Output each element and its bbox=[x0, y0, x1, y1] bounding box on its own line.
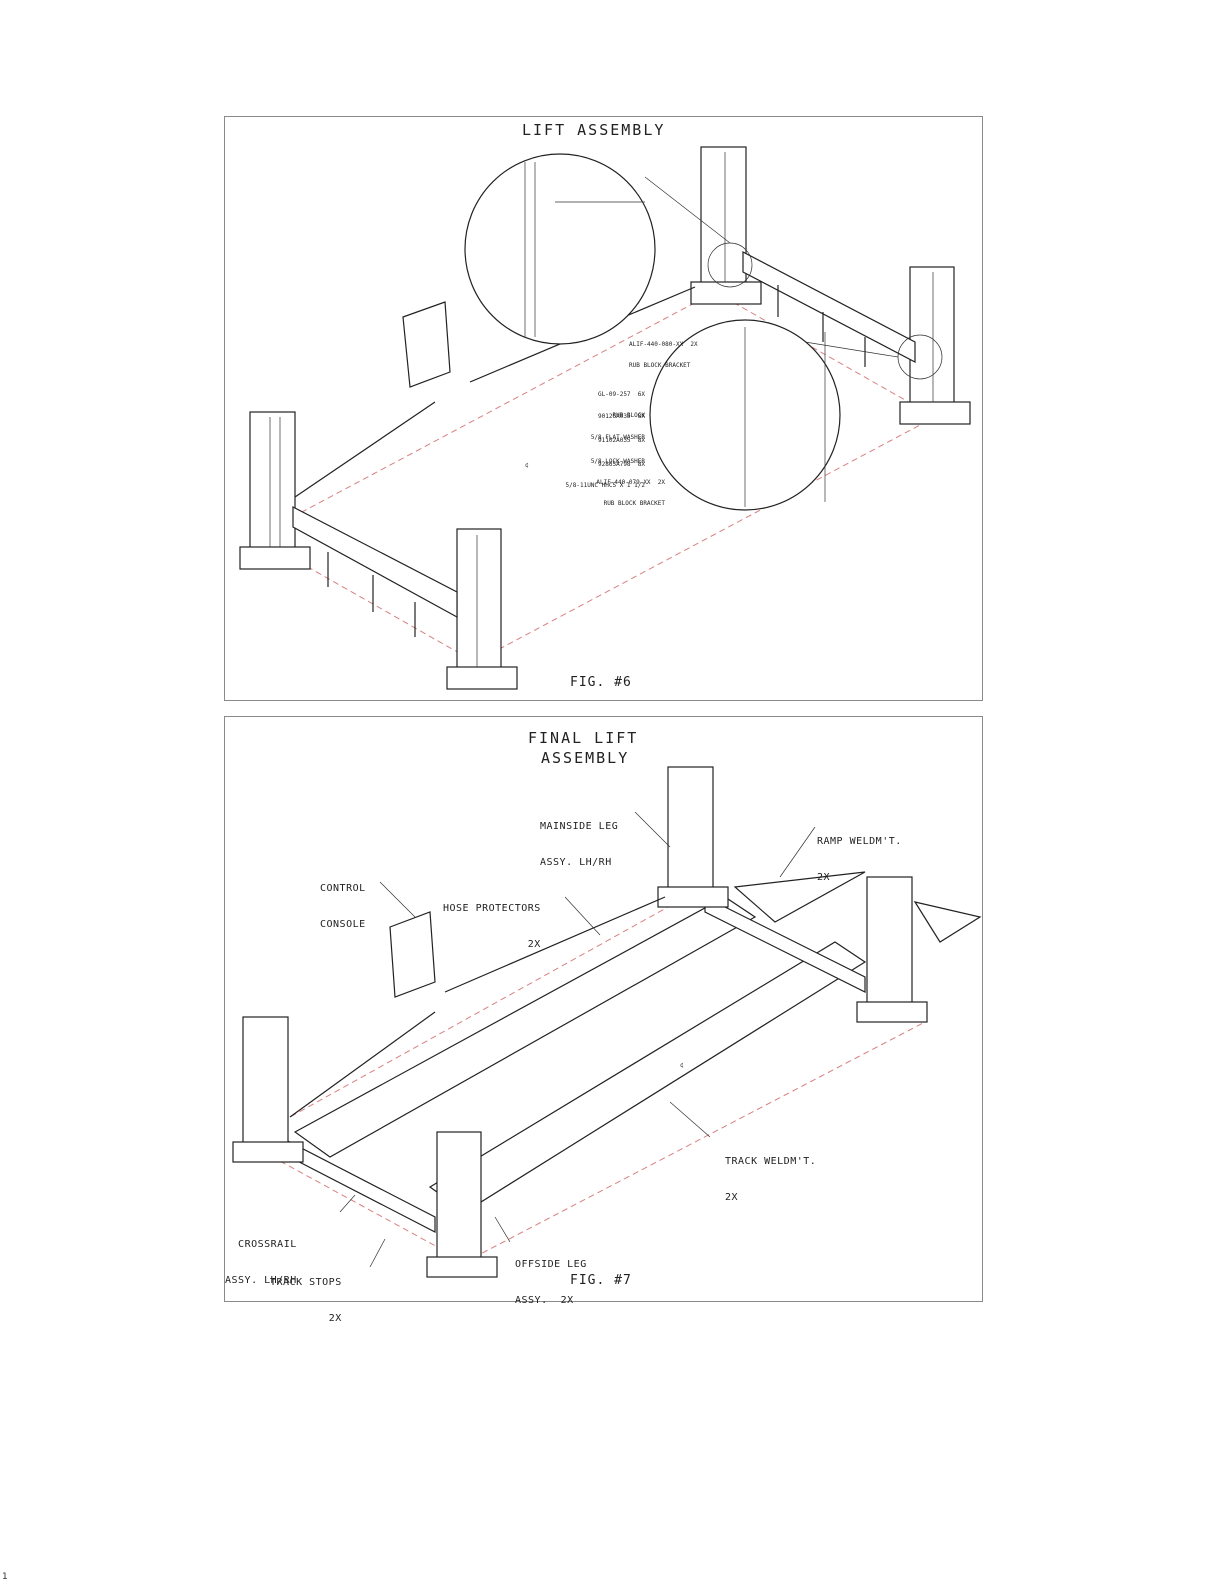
figure-7-final-lift-assembly: FINAL LIFT ASSEMBLY FIG. #7 MAINSIDE LEG… bbox=[224, 716, 983, 1324]
post-back-left bbox=[657, 766, 729, 908]
hose-protector-right bbox=[444, 896, 666, 993]
ramp-right bbox=[913, 901, 982, 943]
footprint-outline bbox=[243, 891, 927, 1263]
label-crossrail: CROSSRAIL ASSY. LH/RH bbox=[225, 1239, 297, 1286]
post-back-right bbox=[899, 266, 971, 425]
callout-flat-washer: 90126A035 8X 5/8 FLAT WASHER bbox=[590, 413, 645, 441]
crossrail-rear bbox=[742, 251, 916, 363]
label-hose-protectors: HOSE PROTECTORS 2X bbox=[443, 903, 541, 950]
figure-6-title: LIFT ASSEMBLY bbox=[522, 121, 666, 139]
label-ramp-weldment: RAMP WELDM'T. 2X bbox=[817, 836, 902, 883]
lift-assembly-drawing bbox=[239, 146, 971, 690]
ramp-left bbox=[733, 871, 866, 923]
figure-6-caption: FIG. #6 bbox=[570, 675, 632, 690]
figure-7-caption: FIG. #7 bbox=[570, 1273, 632, 1288]
callout-rub-block: GL-09-257 6X RUB BLOCK bbox=[598, 391, 645, 419]
control-console bbox=[402, 301, 451, 388]
crossrail-front bbox=[292, 506, 458, 619]
figure-7-title-line1: FINAL LIFT bbox=[528, 729, 639, 747]
page-corner-mark: 1 bbox=[2, 1572, 8, 1582]
label-mainside-leg: MAINSIDE LEG ASSY. LH/RH bbox=[540, 821, 619, 868]
label-track-stops: TRACK STOPS 2X bbox=[270, 1277, 342, 1324]
hose-protector-left bbox=[294, 401, 436, 498]
hose-protector-left bbox=[289, 1011, 436, 1118]
centerline-mark: ¢ bbox=[525, 462, 529, 469]
lift-arrows-front bbox=[327, 552, 416, 637]
callout-rub-block-bracket-top: ALIF-440-080-XX 2X RUB BLOCK BRACKET bbox=[629, 341, 698, 369]
detail-circle-top bbox=[464, 153, 656, 345]
control-console bbox=[389, 911, 436, 998]
label-offside-leg: OFFSIDE LEG ASSY. 2X bbox=[515, 1259, 587, 1306]
post-back-right bbox=[856, 876, 928, 1023]
post-front-left bbox=[232, 1016, 304, 1163]
figure-6-lift-assembly: LIFT ASSEMBLY FIG. #6 ALIF-440-080-XX 2X… bbox=[224, 116, 983, 701]
post-front-right bbox=[426, 1131, 498, 1278]
post-front-left bbox=[239, 411, 311, 570]
track-left bbox=[293, 896, 757, 1158]
post-back-left bbox=[690, 146, 762, 305]
callout-rub-block-bracket-detail: ALIF-440-079-XX 2X RUB BLOCK BRACKET bbox=[596, 479, 665, 507]
callout-lock-washer: 91102A035 8X 5/8 LOCK WASHER bbox=[590, 437, 645, 465]
final-lift-assembly-drawing bbox=[232, 766, 982, 1278]
label-control-console: CONTROL CONSOLE bbox=[320, 883, 366, 930]
post-front-right bbox=[446, 528, 518, 690]
figure-7-title-line2: ASSEMBLY bbox=[541, 749, 630, 767]
callout-hhcs-bolt: 92865A798 8X 5/8-11UNC HHCS X 1 1/2 bbox=[565, 461, 645, 489]
label-track-weldment: TRACK WELDM'T. 2X bbox=[725, 1156, 817, 1203]
centerline-mark: ¢ bbox=[680, 1062, 684, 1069]
